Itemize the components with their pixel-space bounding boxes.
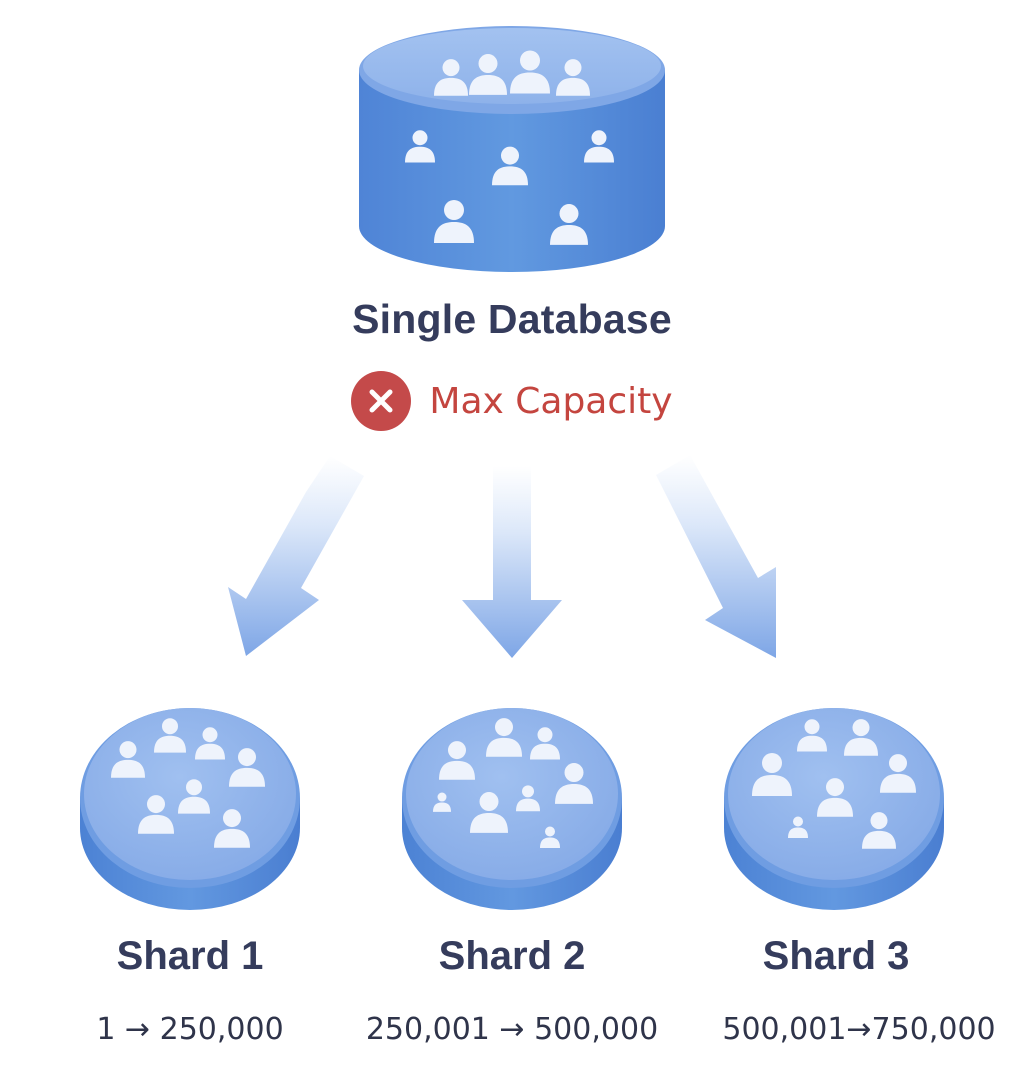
shard-2-title: Shard 2 — [438, 934, 586, 978]
shard-3-title: Shard 3 — [762, 934, 910, 978]
arrow-down-icon — [656, 455, 776, 658]
shard-2-range: 250,001 → 500,000 — [365, 1012, 659, 1047]
capacity-status-text: Max Capacity — [429, 380, 673, 422]
shard-1-range: 1 → 250,000 — [96, 1012, 284, 1047]
arrow-down-icon — [462, 466, 562, 658]
shard-1-title: Shard 1 — [116, 934, 264, 978]
shard-3-range: 500,001→750,000 — [722, 1012, 996, 1047]
capacity-status: Max Capacity — [0, 370, 1024, 432]
single-database-icon — [359, 26, 665, 272]
single-database-title: Single Database — [352, 296, 672, 342]
shard-1-database-icon — [80, 708, 300, 910]
shard-3-database-icon — [724, 708, 944, 910]
x-circle-icon — [351, 371, 412, 431]
shard-2-database-icon — [402, 708, 622, 910]
arrow-down-icon — [228, 456, 364, 656]
